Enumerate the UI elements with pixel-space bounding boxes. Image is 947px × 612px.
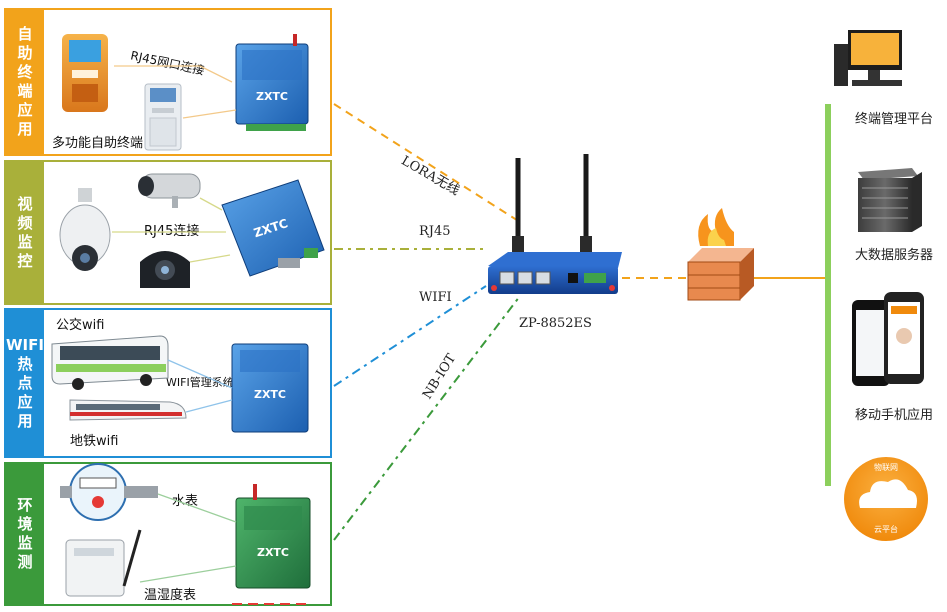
- router-model-label: ZP-8852ES: [519, 316, 592, 331]
- camera-cable-3: [189, 254, 231, 263]
- water-meter-label: 水表: [172, 494, 199, 509]
- kiosk-terminal-label: 多功能自助终端: [52, 136, 144, 151]
- router-device: [488, 154, 622, 294]
- iot-cloud-platform-icon: 物联网 云平台: [844, 457, 928, 541]
- mobile-app-label: 移动手机应用: [854, 408, 933, 423]
- bus-wifi-label: 公交wifi: [56, 318, 105, 333]
- water-meter-icon: [60, 463, 158, 521]
- ptz-camera-icon: [140, 251, 190, 288]
- metro-cable: [185, 399, 233, 413]
- cloud-bottom-label: 云平台: [874, 524, 898, 534]
- kiosk-cable: [114, 65, 233, 83]
- humidity-meter-label: 温湿度表: [144, 588, 197, 603]
- panel-title: 视 频 监 控: [6, 162, 44, 303]
- server-rack-icon: [858, 168, 922, 232]
- bigdata-server-label: 大数据服务器: [854, 248, 933, 263]
- bus-icon: [51, 335, 169, 390]
- cloud-top-label: 物联网: [874, 462, 898, 472]
- nbiot-link-line: [333, 295, 521, 541]
- device-brand-label: ZXTC: [257, 546, 289, 559]
- water-meter-cable: [157, 493, 237, 523]
- terminal-cable: [182, 109, 237, 119]
- desktop-computer-icon: [834, 30, 902, 86]
- mobile-phones-icon: [852, 292, 924, 386]
- video-gateway-device: ZXTC: [221, 179, 325, 277]
- backbone-bar: [825, 104, 831, 486]
- kiosk-icon: [62, 34, 108, 112]
- device-brand-label: ZXTC: [254, 388, 286, 401]
- terminal-platform-label: 终端管理平台: [854, 112, 933, 127]
- rj45-link-label: RJ45: [419, 224, 451, 239]
- humidity-cable: [139, 565, 237, 583]
- metro-train-icon: [69, 399, 187, 421]
- environment-gateway-device: ZXTC: [232, 484, 312, 605]
- bullet-camera-icon: [138, 173, 201, 208]
- metro-wifi-label: 地铁wifi: [70, 434, 119, 449]
- humidity-sensor-icon: [65, 529, 142, 597]
- dome-camera-icon: [59, 188, 111, 271]
- lora-gateway-device: ZXTC: [235, 34, 309, 131]
- camera-cable-1: [199, 197, 223, 211]
- wifi-management-system-label: WIFI管理系统: [166, 376, 234, 389]
- device-brand-label: ZXTC: [256, 90, 288, 103]
- self-service-terminal-icon: [144, 83, 182, 151]
- wifi-link-line: [333, 285, 487, 387]
- panel-title: 环 境 监 测: [6, 464, 44, 604]
- wifi-gateway-device: ZXTC: [231, 343, 309, 433]
- lora-link-line: [333, 103, 521, 223]
- panel-title: 自 助 终 端 应 用: [6, 10, 44, 154]
- firewall-icon: [687, 208, 754, 301]
- bus-cable: [167, 359, 233, 389]
- panel-title: WIFI 热 点 应 用: [6, 310, 44, 456]
- wifi-link-label: WIFI: [419, 290, 452, 305]
